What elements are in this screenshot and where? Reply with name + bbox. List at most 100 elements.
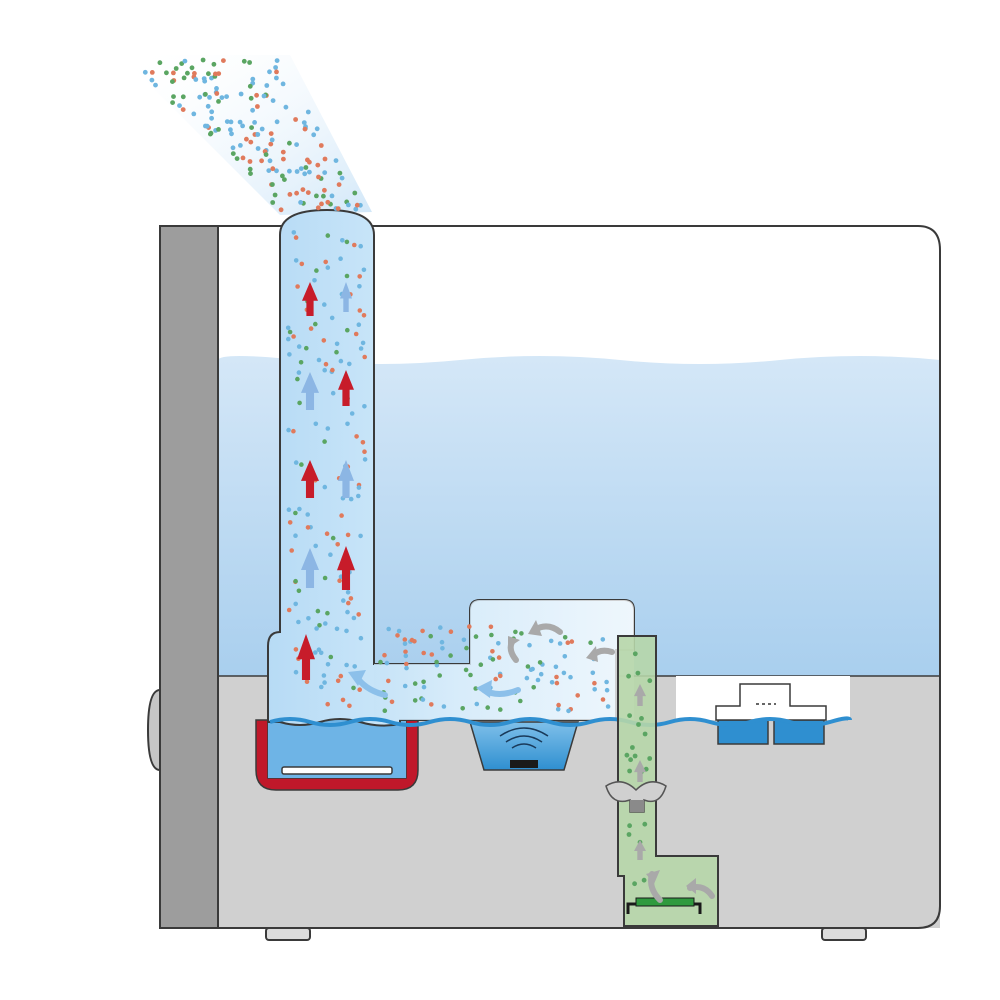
mist-particle	[434, 659, 439, 665]
mist-particle	[305, 190, 311, 196]
mist-particle	[322, 187, 327, 193]
mist-particle	[287, 352, 292, 357]
mist-particle	[177, 103, 182, 108]
mist-particle	[230, 151, 236, 157]
mist-particle	[335, 542, 341, 547]
mist-particle	[228, 119, 234, 125]
mist-particles	[142, 57, 653, 887]
mist-particle	[273, 65, 278, 70]
mist-particle	[149, 70, 155, 75]
mist-particle	[404, 665, 409, 671]
air-flow-arrow	[634, 684, 646, 706]
mist-particle	[216, 126, 221, 132]
mist-particle	[537, 660, 543, 665]
mist-particle	[280, 173, 285, 179]
mist-particle	[322, 575, 328, 581]
air-particle	[627, 713, 632, 718]
mist-particle	[281, 156, 286, 162]
mist-particle	[345, 532, 351, 538]
air-particle	[627, 768, 632, 774]
mist-particle	[325, 233, 331, 238]
mist-particle	[171, 70, 176, 76]
cool-air-arrow	[340, 282, 352, 312]
mist-particle	[428, 633, 434, 639]
hot-air-arrow	[337, 546, 355, 590]
air-particle	[627, 823, 632, 829]
mist-particle	[386, 678, 391, 684]
mist-particle	[588, 640, 593, 645]
mist-particle	[412, 698, 418, 703]
mist-particle	[317, 623, 322, 628]
mist-particle	[294, 190, 299, 196]
mist-particle	[493, 676, 499, 682]
mist-particle	[513, 629, 518, 635]
mist-particle	[325, 265, 331, 270]
mist-particle	[568, 674, 573, 680]
mist-particle	[478, 662, 484, 667]
mist-particle	[180, 94, 186, 100]
mist-particle	[538, 671, 544, 677]
float-valve-stem	[715, 683, 827, 721]
mist-particle	[308, 326, 314, 331]
mist-particle	[348, 496, 354, 502]
mist-particle	[314, 626, 319, 631]
mist-particle	[412, 681, 418, 686]
mist-particle	[402, 641, 408, 646]
mist-particle	[361, 267, 367, 273]
mist-particle	[272, 192, 278, 198]
mist-particle	[357, 308, 363, 313]
mist-particle	[316, 174, 321, 180]
mist-particle	[298, 166, 304, 172]
air-intake-duct	[617, 635, 719, 927]
mist-particle	[361, 313, 367, 318]
mist-particle	[191, 111, 197, 117]
mist-particle	[316, 357, 322, 363]
mist-particle	[142, 69, 148, 75]
mist-particle	[344, 628, 349, 634]
mist-particle	[185, 70, 190, 76]
mist-particle	[274, 168, 279, 174]
mist-particle	[575, 693, 580, 698]
mist-particle	[280, 81, 286, 87]
mist-particle	[339, 175, 345, 181]
mist-particle	[535, 677, 541, 683]
mist-particle	[173, 66, 179, 71]
mist-particle	[268, 131, 274, 137]
mist-particle	[291, 334, 296, 339]
mist-particle	[315, 205, 321, 211]
mist-particle	[322, 302, 327, 307]
mist-particle	[525, 664, 531, 669]
mist-particle	[302, 126, 308, 132]
mist-particle	[322, 156, 328, 162]
mist-particle	[352, 664, 358, 669]
mist-particle	[322, 680, 327, 685]
mist-particle	[287, 140, 292, 146]
hot-air-arrow	[301, 460, 319, 498]
mist-particle	[490, 657, 496, 662]
mist-particle	[296, 619, 301, 625]
mist-particle	[250, 107, 256, 113]
mist-particle	[192, 71, 197, 76]
mist-particle	[270, 200, 276, 205]
mist-particle	[299, 462, 304, 467]
mist-particle	[421, 650, 427, 656]
mist-particle	[561, 670, 567, 676]
ultrasonic-transducer-icon	[499, 727, 549, 768]
mist-particle	[274, 69, 279, 75]
mist-particle	[302, 171, 308, 177]
mist-particle	[249, 125, 255, 130]
mist-particle	[268, 141, 274, 147]
mist-particle	[346, 600, 351, 606]
mist-particle	[293, 258, 299, 263]
mist-particle	[490, 649, 495, 654]
air-particle	[642, 821, 648, 827]
mist-particle	[298, 200, 303, 205]
air-particle	[628, 757, 633, 763]
mist-particle	[549, 680, 555, 685]
mist-particle	[313, 543, 319, 549]
mist-particle	[293, 117, 298, 122]
mist-particle	[291, 428, 296, 434]
mist-particle	[153, 82, 158, 88]
